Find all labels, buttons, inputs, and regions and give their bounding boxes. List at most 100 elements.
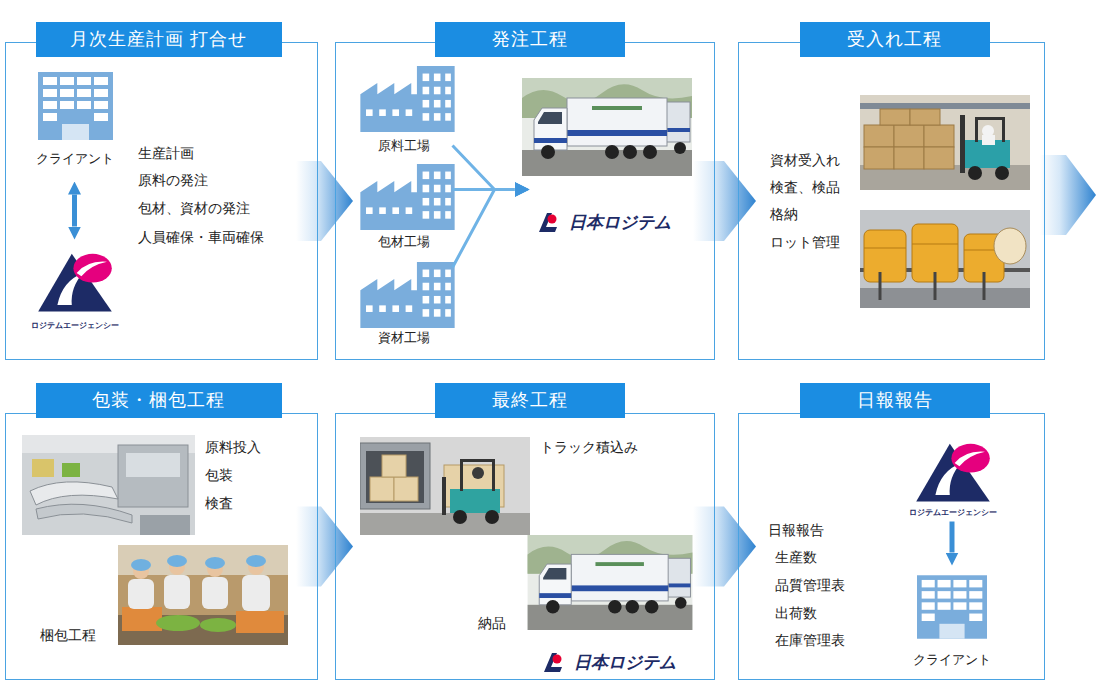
text-holder: クライアント	[36, 148, 114, 167]
text-holder: 検査、検品	[770, 177, 840, 197]
tank-photo	[860, 210, 1030, 308]
step-item: 在庫管理表	[775, 630, 845, 650]
step-item: 検査、検品	[770, 177, 840, 197]
flow-arrow	[72, 195, 77, 227]
text-holder: 日報報告	[768, 520, 824, 540]
workers-photo	[118, 545, 288, 645]
text-holder: 日本ロジテム	[569, 211, 671, 233]
step-item: 資材受入れ	[770, 150, 840, 170]
text-holder: 原料工場	[378, 135, 430, 154]
factory-icon: 資材工場	[355, 258, 453, 350]
node-label: クライアント	[36, 150, 114, 167]
text-holder: クライアント	[913, 649, 991, 668]
step-item: 包材、資材の発注	[138, 198, 250, 218]
step-item: 品質管理表	[775, 575, 845, 595]
flow-chevron	[693, 161, 756, 241]
text-holder: 原料投入	[205, 437, 261, 457]
text-holder: 資材受入れ	[770, 150, 840, 170]
flow-chevron	[1040, 155, 1096, 235]
text-holder: 包装	[205, 465, 233, 485]
text-holder: 出荷数	[775, 603, 817, 623]
text-holder: ロット管理	[770, 232, 840, 252]
step-item: 日報報告	[768, 520, 824, 540]
text-holder: 格納	[770, 204, 798, 224]
text-holder: 生産数	[775, 547, 817, 567]
client-icon: クライアント	[28, 68, 122, 182]
text-holder: 生産計画	[138, 143, 194, 163]
factory-icon	[360, 66, 454, 132]
node-label: ロジテムエージェンシー	[909, 508, 997, 518]
panel-heading: 最終工程	[492, 389, 568, 411]
text-holder: 日本ロジテム	[574, 651, 676, 673]
node-label: ロジテムエージェンシー	[31, 321, 119, 331]
process-panel: 日報報告日報報告生産数品質管理表出荷数在庫管理表ロジテムエージェンシークライアン…	[738, 413, 1045, 680]
panel-heading: 日報報告	[857, 389, 933, 411]
process-panel: 最終工程トラック積込み納品日本ロジテム	[335, 413, 715, 680]
text-holder: ロジテムエージェンシー	[31, 313, 119, 332]
flow-chevron	[296, 507, 353, 587]
building-icon	[917, 575, 987, 638]
step-item: 出荷数	[775, 603, 817, 623]
company-logo: ロジテムエージェンシー	[22, 240, 128, 336]
flow-arrow	[950, 522, 955, 553]
client-icon: クライアント	[900, 566, 1004, 672]
step-item: 人員確保・車両確保	[138, 227, 264, 247]
step-item: 検査	[205, 493, 233, 513]
truck-photo	[528, 535, 693, 630]
text-holder: 在庫管理表	[775, 630, 845, 650]
text-holder: 納品	[478, 613, 506, 633]
factory-icon	[360, 164, 454, 230]
node-label: 資材工場	[378, 329, 430, 346]
text-holder: 原料の発注	[138, 170, 208, 190]
step-item: 納品	[478, 613, 506, 633]
factory-icon: 包材工場	[355, 160, 453, 254]
carrier-logo: 日本ロジテム	[535, 645, 698, 677]
node-label: 原料工場	[378, 137, 430, 154]
step-item: 生産計画	[138, 143, 194, 163]
packing-photo	[22, 435, 195, 535]
node-label: クライアント	[913, 651, 991, 668]
title-tab: 受入れ工程	[800, 22, 990, 57]
factory-icon: 原料工場	[355, 62, 453, 156]
title-tab: 月次生産計画 打合せ	[36, 22, 282, 57]
panel-heading: 包装・梱包工程	[92, 389, 225, 411]
logo-mark	[544, 653, 562, 672]
step-item: 原料の発注	[138, 170, 208, 190]
node-label: 日本ロジテム	[569, 211, 671, 233]
step-item: ロット管理	[770, 232, 840, 252]
text-holder: 品質管理表	[775, 575, 845, 595]
text-holder: 検査	[205, 493, 233, 513]
logo-mark	[539, 213, 557, 232]
process-panel: 発注工程原料工場包材工場資材工場日本ロジテム	[335, 42, 715, 360]
flow-arrow	[453, 146, 515, 190]
text-holder: ロジテムエージェンシー	[909, 500, 997, 519]
text-holder: トラック積込み	[540, 437, 638, 457]
panel-heading: 月次生産計画 打合せ	[70, 28, 248, 50]
company-logo: ロジテムエージェンシー	[898, 432, 1008, 522]
text-holder: 人員確保・車両確保	[138, 227, 264, 247]
step-item: 格納	[770, 204, 798, 224]
panel-heading: 受入れ工程	[847, 28, 942, 50]
title-tab: 最終工程	[435, 383, 625, 418]
process-panel: 受入れ工程資材受入れ検査、検品格納ロット管理	[738, 42, 1045, 360]
text-holder: 梱包工程	[40, 625, 96, 645]
step-item: 包装	[205, 465, 233, 485]
step-item: 原料投入	[205, 437, 261, 457]
factory-icon	[360, 262, 454, 328]
title-tab: 発注工程	[435, 22, 625, 57]
panel-heading: 発注工程	[492, 28, 568, 50]
step-item: トラック積込み	[540, 437, 638, 457]
carrier-logo: 日本ロジテム	[530, 75, 693, 238]
building-icon	[38, 72, 113, 140]
logo-mark	[916, 444, 990, 502]
warehouse-photo	[860, 95, 1030, 190]
node-label: 日本ロジテム	[574, 651, 676, 673]
flow-chevron	[693, 507, 756, 587]
title-tab: 包装・梱包工程	[36, 383, 282, 418]
node-label: 包材工場	[378, 233, 430, 250]
truck-photo	[522, 78, 692, 176]
process-panel: 月次生産計画 打合せ生産計画原料の発注包材、資材の発注人員確保・車両確保クライア…	[5, 42, 318, 360]
